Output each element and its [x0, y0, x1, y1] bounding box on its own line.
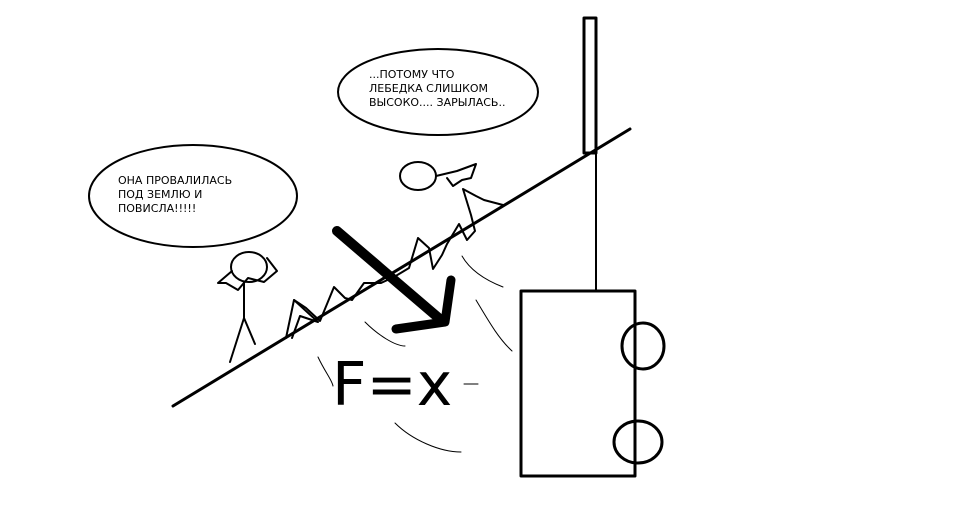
speech-bubble-right-line-1: ...ПОТОМУ ЧТО	[369, 68, 455, 81]
upper-wheel	[620, 321, 666, 371]
speech-bubble-right-line-2: ЛЕБЕДКА СЛИШКОМ	[369, 82, 488, 95]
zigzag-rope-loop	[291, 299, 319, 339]
speech-bubble-right	[337, 48, 539, 136]
winch-pole	[582, 16, 598, 155]
motion-line-5	[394, 422, 462, 453]
motion-line-2	[475, 299, 513, 352]
speech-bubble-left-line-3: ПОВИСЛА!!!!!	[118, 202, 196, 215]
speech-bubble-left-line-2: ПОД ЗЕМЛЮ И	[118, 188, 202, 201]
speech-bubble-right-line-3: ВЫСОКО.... ЗАРЫЛАСЬ..	[369, 96, 505, 109]
person-left-legs	[229, 317, 256, 363]
person-top-body	[435, 163, 477, 187]
zigzag-rope	[285, 188, 504, 339]
force-arrow-shaft	[332, 226, 446, 325]
speech-bubble-left-line-1: ОНА ПРОВАЛИЛАСЬ	[118, 174, 232, 187]
motion-line-4	[317, 356, 334, 387]
person-left-arms	[217, 257, 278, 291]
slope-line	[171, 127, 632, 408]
formula-text: F=x	[332, 350, 452, 420]
lower-wheel	[612, 419, 664, 465]
person-left-head	[230, 251, 268, 283]
winch-box	[519, 289, 637, 478]
motion-line-3	[364, 321, 406, 347]
force-arrow-head	[391, 275, 456, 334]
person-top-head	[399, 161, 437, 191]
motion-line-1	[461, 255, 504, 288]
speech-bubble-left	[88, 144, 298, 248]
